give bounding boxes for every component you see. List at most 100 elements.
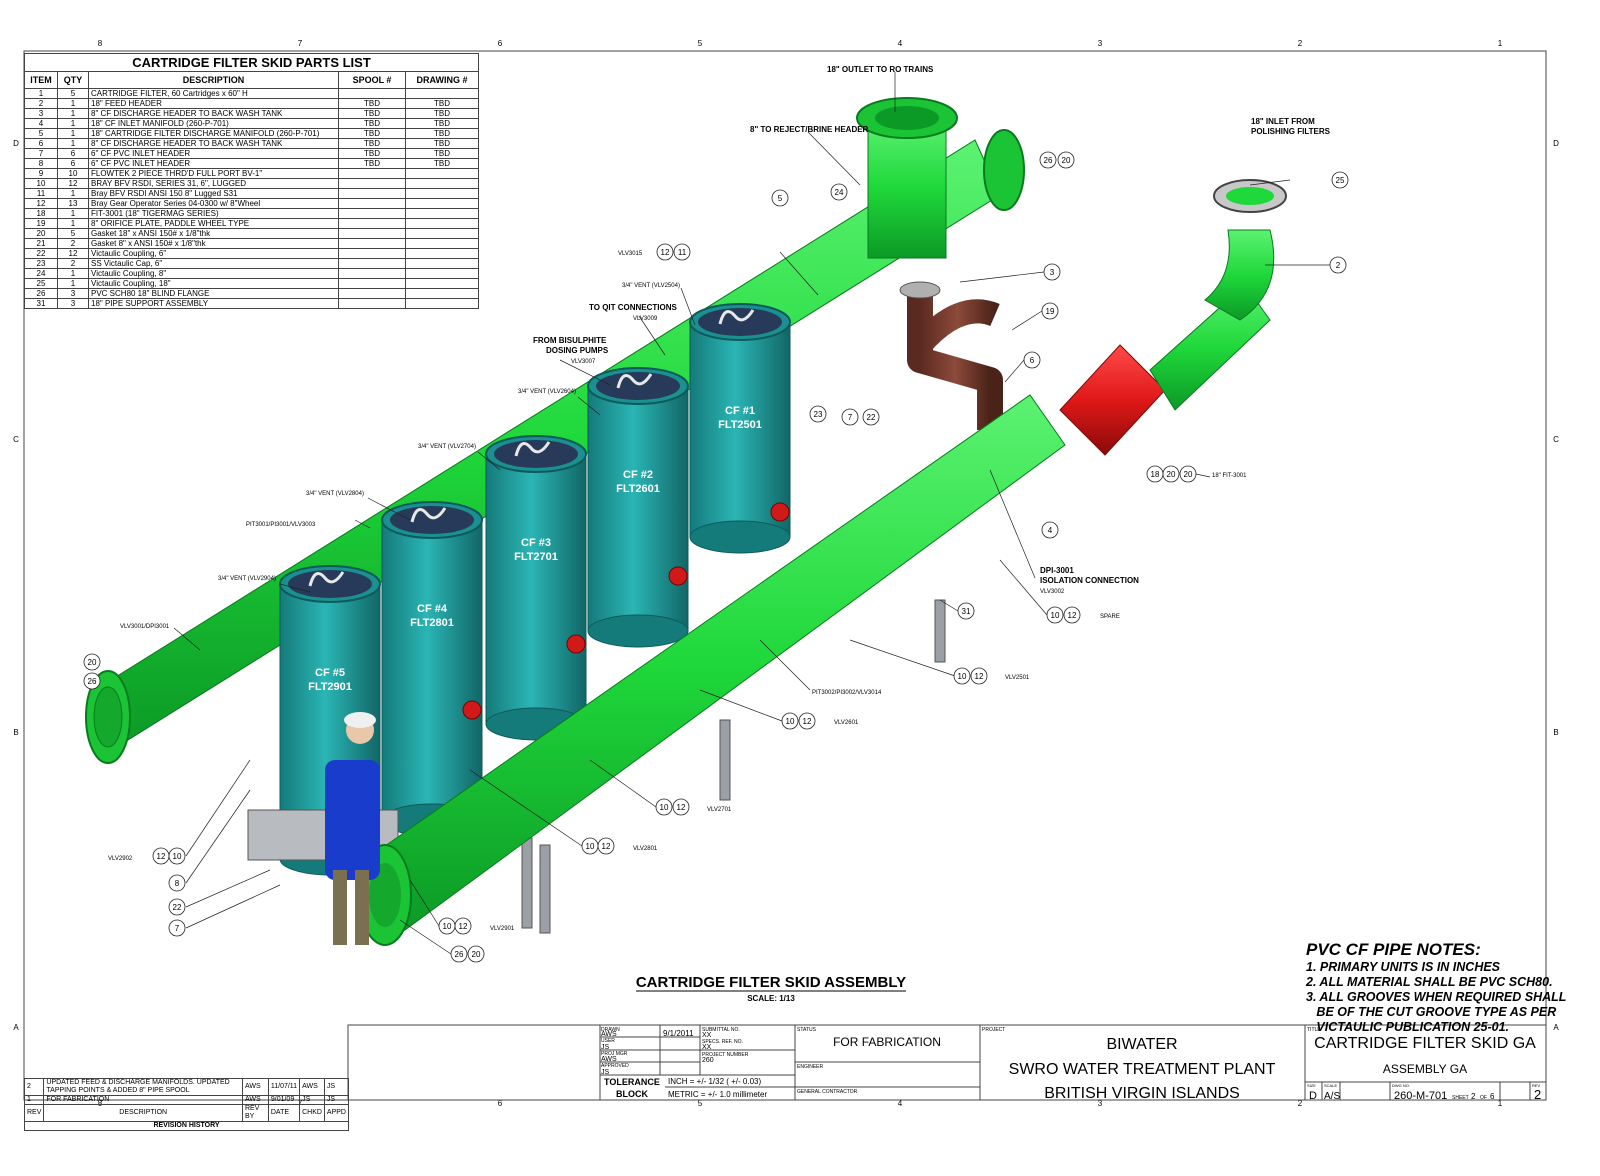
cartridge-filter: CF #1 FLT2501 xyxy=(689,303,791,554)
parts-cell: TBD xyxy=(338,148,406,159)
drawing-title-line-2: ASSEMBLY GA xyxy=(1383,1062,1467,1076)
balloon-number: 20 xyxy=(1062,156,1071,165)
parts-cell: 3 xyxy=(57,288,89,299)
filter-tag-line1: CF #2 xyxy=(623,469,653,481)
sheet-value: 2 xyxy=(1471,1092,1476,1101)
balloon-number: 10 xyxy=(786,717,795,726)
parts-cell xyxy=(338,238,406,249)
col-qty: QTY xyxy=(57,71,89,89)
parts-cell: 10 xyxy=(57,168,89,179)
approved-label: APPROVED xyxy=(601,1063,629,1069)
grid-col-label: 2 xyxy=(1298,39,1303,48)
parts-cell xyxy=(338,278,406,289)
valve-handwheel-icon xyxy=(668,566,688,586)
parts-cell: 4 xyxy=(24,118,58,129)
item-balloon: 12 xyxy=(1063,606,1081,624)
parts-cell: 1 xyxy=(57,98,89,109)
revision-cell: UPDATED FEED & DISCHARGE MANIFOLDS. UPDA… xyxy=(43,1078,243,1096)
drawn-date: 9/1/2011 xyxy=(663,1029,694,1038)
project-line-3: BRITISH VIRGIN ISLANDS xyxy=(1044,1085,1240,1102)
parts-cell: 10 xyxy=(24,178,58,189)
leader-line xyxy=(399,919,452,955)
title-block-frame xyxy=(347,1024,1547,1101)
parts-cell: TBD xyxy=(405,108,479,119)
leader-line xyxy=(638,315,666,356)
submittal-label: SUBMITTAL NO. xyxy=(702,1027,740,1033)
item-balloon: 12 xyxy=(798,712,816,730)
item-balloon: 25 xyxy=(1331,171,1349,189)
parts-cell xyxy=(405,208,479,219)
drawn-value: AWS xyxy=(601,1031,617,1038)
parts-cell xyxy=(405,218,479,229)
parts-cell: 6 xyxy=(57,158,89,169)
parts-cell xyxy=(405,88,479,99)
revision-cell: 9/01/09 xyxy=(267,1095,301,1105)
parts-cell xyxy=(405,288,479,299)
balloon-number: 4 xyxy=(1048,526,1053,535)
grid-col-label: 3 xyxy=(1098,39,1103,48)
project-line-1: BIWATER xyxy=(1106,1036,1177,1053)
size-label: SIZE xyxy=(1307,1083,1316,1088)
assembly-scale: SCALE: 1/13 xyxy=(747,994,795,1003)
balloon-number: 10 xyxy=(586,842,595,851)
title-block-text: DRAWN AWS 9/1/2011 USER JS PROJ MGR AWS … xyxy=(601,1027,1541,1102)
balloon-number: 7 xyxy=(848,413,853,422)
parts-cell: Victaulic Coupling, 18" xyxy=(88,278,339,289)
filter-tag-line2: FLT2801 xyxy=(410,617,454,629)
grid-row-label: C xyxy=(1553,435,1559,444)
leader-line xyxy=(354,519,371,529)
callout-bisulphite_1: FROM BISULPHITE xyxy=(533,336,607,345)
revision-cell: JS xyxy=(299,1095,325,1105)
callout-pit3001: PIT3001/PI3001/VLV3003 xyxy=(246,522,316,528)
balloon-number: 20 xyxy=(88,658,97,667)
leader-line xyxy=(849,639,956,677)
parts-cell: 13 xyxy=(57,198,89,209)
pm-label: PROJ MGR xyxy=(601,1051,628,1057)
item-balloon: 7 xyxy=(841,408,859,426)
rev-col-rev: REV xyxy=(23,1104,45,1122)
item-balloon: 20 xyxy=(1162,465,1180,483)
scale-label: SCALE xyxy=(1324,1083,1337,1088)
engineer-label: ENGINEER xyxy=(797,1064,824,1070)
leader-line xyxy=(185,789,251,884)
parts-cell: 1 xyxy=(57,218,89,229)
submittal-value: XX xyxy=(702,1032,712,1039)
project-number-label: PROJECT NUMBER xyxy=(702,1052,749,1058)
grid-col-label: 5 xyxy=(698,39,703,48)
pipe-notes: PVC CF PIPE NOTES: 1. PRIMARY UNITS IS I… xyxy=(1306,940,1566,1035)
grid-col-label: 6 xyxy=(498,39,503,48)
filter-tag-line2: FLT2501 xyxy=(718,419,762,431)
leader-line xyxy=(989,469,1036,579)
item-balloon: 8 xyxy=(168,874,186,892)
item-balloon: 20 xyxy=(1057,151,1075,169)
parts-cell xyxy=(338,168,406,179)
parts-cell: TBD xyxy=(338,138,406,149)
of-value: 6 xyxy=(1490,1092,1495,1101)
parts-cell: 2 xyxy=(24,98,58,109)
revision-cell: FOR FABRICATION xyxy=(43,1095,243,1105)
leader-line xyxy=(185,869,271,908)
grid-col-label: 1 xyxy=(1498,39,1503,48)
leader-line xyxy=(469,769,583,847)
filter-tag-line1: CF #1 xyxy=(725,405,755,417)
parts-cell: 31 xyxy=(24,298,58,309)
item-balloon: 20 xyxy=(467,945,485,963)
grid-row-label: C xyxy=(13,435,19,444)
parts-cell: Bray Gear Operator Series 04-0300 w/ 8"W… xyxy=(88,198,339,209)
project-number-value: 260 xyxy=(702,1057,714,1064)
parts-cell: 24 xyxy=(24,268,58,279)
project-label: PROJECT xyxy=(982,1027,1005,1033)
leader-line xyxy=(1195,473,1211,478)
balloon-number: 6 xyxy=(1030,356,1035,365)
rev-col-description: DESCRIPTION xyxy=(43,1104,243,1122)
balloon-number: 18 xyxy=(1151,470,1160,479)
balloon-number: 10 xyxy=(958,672,967,681)
